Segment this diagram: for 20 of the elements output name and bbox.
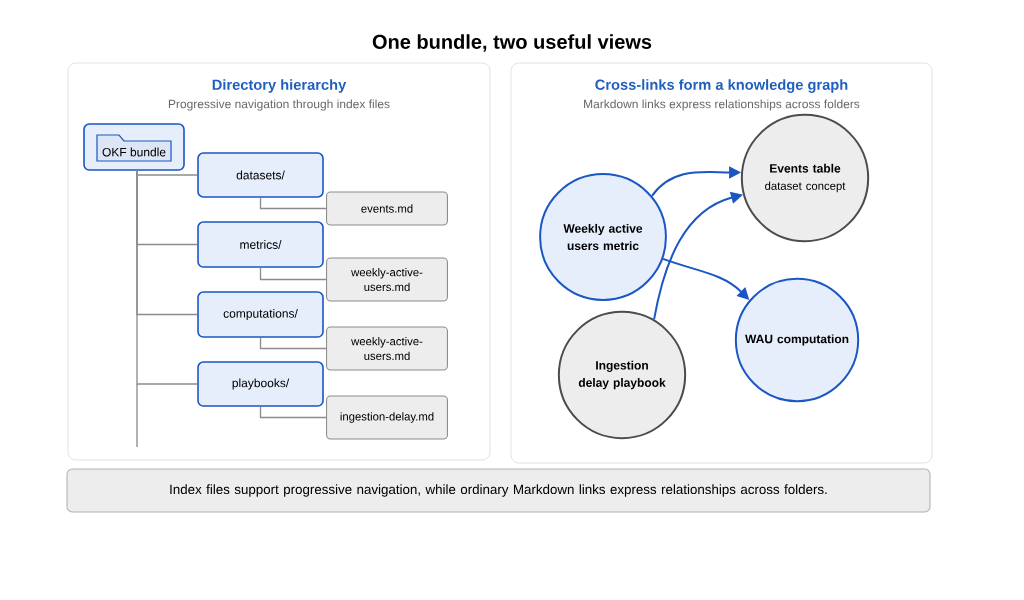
folder-box: metrics/ bbox=[197, 221, 324, 268]
panel-subtitle: Progressive navigation through index files bbox=[168, 99, 390, 111]
folder-box: computations/ bbox=[197, 291, 324, 338]
summary-note: Index files support progressive navigation, while ordinary Markdown links express relationships across folders. bbox=[66, 468, 931, 513]
folder-box: datasets/ bbox=[197, 152, 324, 198]
tree-line bbox=[259, 337, 327, 350]
file-box: ingestion-delay.md bbox=[326, 395, 448, 440]
tree-line bbox=[259, 267, 327, 281]
panel-heading: Cross-links form a knowledge graph bbox=[595, 79, 848, 93]
title: One bundle, two useful views bbox=[372, 34, 652, 52]
panel-subtitle: Markdown links express relationships across folders bbox=[584, 99, 860, 111]
file-box: weekly-active-users.md bbox=[326, 326, 448, 371]
folder-box: playbooks/ bbox=[197, 361, 324, 407]
tree-line bbox=[259, 406, 327, 419]
panel-heading: Directory hierarchy bbox=[212, 79, 347, 93]
tree-line bbox=[259, 197, 327, 210]
tree-line bbox=[136, 170, 198, 385]
root-folder-box: OKF bundle bbox=[83, 123, 185, 171]
file-box: weekly-active-users.md bbox=[326, 257, 448, 302]
file-box: events.md bbox=[326, 191, 448, 226]
